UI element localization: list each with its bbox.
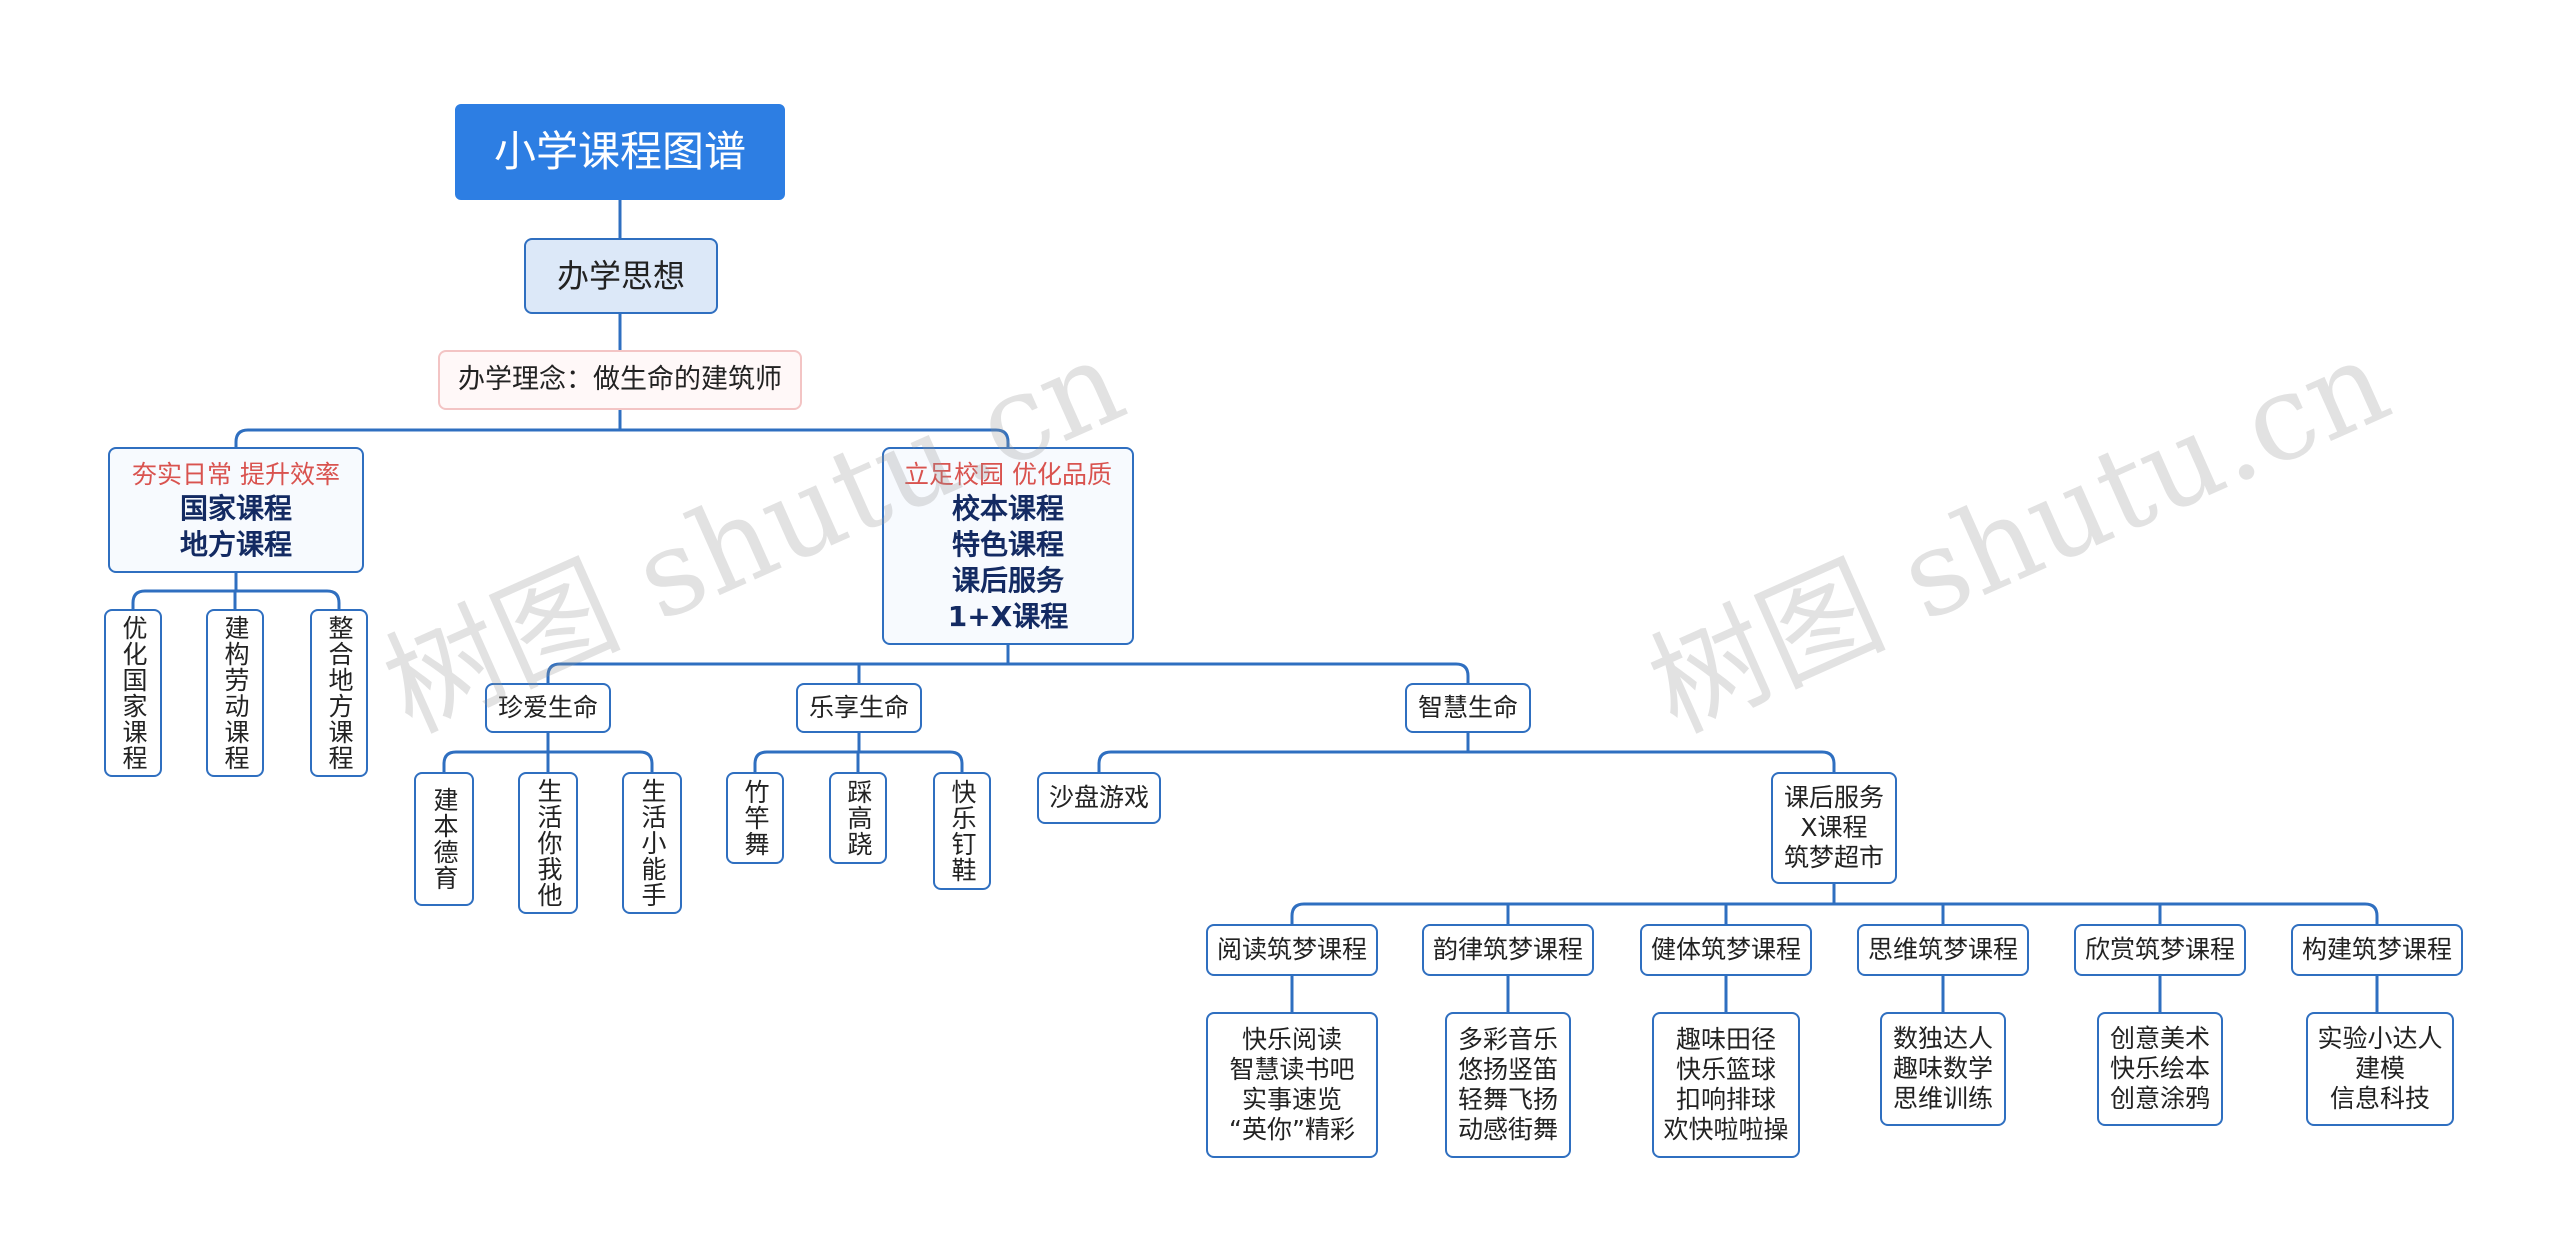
connector-line: [753, 750, 768, 772]
connector-line: [1455, 662, 1470, 683]
school-idea-node[interactable]: 办学思想: [524, 238, 718, 314]
dream-course-node[interactable]: 构建筑梦课程: [2291, 924, 2463, 976]
connector-line: [949, 750, 964, 772]
connector-line: [1290, 902, 1305, 924]
enjoy-child-node[interactable]: 竹竿舞: [726, 772, 784, 864]
cherish-child-node[interactable]: 生活小能手: [622, 772, 682, 914]
dream-course-items[interactable]: 实验小达人 建模 信息科技: [2306, 1012, 2454, 1126]
dream-course-node[interactable]: 欣赏筑梦课程: [2074, 924, 2246, 976]
connector-line: [995, 428, 1010, 447]
dream-course-items[interactable]: 创意美术 快乐绘本 创意涂鸦: [2097, 1012, 2223, 1126]
school-line: 校本课程: [951, 491, 1064, 525]
connector-line: [546, 662, 561, 683]
national-curriculum-node[interactable]: 夯实日常 提升效率 国家课程 地方课程: [108, 447, 364, 573]
school-line: 课后服务: [951, 563, 1064, 597]
school-motto-node[interactable]: 办学理念：做生命的建筑师: [438, 350, 802, 410]
national-line: 国家课程: [179, 491, 292, 525]
enjoy-life-node[interactable]: 乐享生命: [796, 683, 922, 733]
enjoy-child-node[interactable]: 踩高跷: [829, 772, 887, 864]
national-child-node[interactable]: 整合地方课程: [310, 609, 368, 777]
after-school-node[interactable]: 课后服务 X课程 筑梦超市: [1771, 772, 1897, 884]
school-line: 1+X课程: [947, 599, 1069, 633]
national-child-node[interactable]: 建构劳动课程: [206, 609, 264, 777]
dream-course-items[interactable]: 快乐阅读 智慧读书吧 实事速览 “英你”精彩: [1206, 1012, 1378, 1158]
school-curriculum-node[interactable]: 立足校园 优化品质 校本课程 特色课程 课后服务 1+X课程: [882, 447, 1134, 645]
dream-course-node[interactable]: 阅读筑梦课程: [1206, 924, 1378, 976]
connector-line: [639, 750, 654, 772]
school-line: 特色课程: [951, 527, 1064, 561]
connector-line: [1097, 750, 1112, 772]
root-title-node[interactable]: 小学课程图谱: [455, 104, 785, 200]
connector-line: [326, 589, 341, 609]
dream-course-node[interactable]: 韵律筑梦课程: [1422, 924, 1594, 976]
wisdom-life-node[interactable]: 智慧生命: [1405, 683, 1531, 733]
national-child-node[interactable]: 优化国家课程: [104, 609, 162, 777]
sandplay-node[interactable]: 沙盘游戏: [1037, 772, 1161, 824]
connector-line: [2364, 902, 2379, 924]
cherish-life-node[interactable]: 珍爱生命: [485, 683, 611, 733]
enjoy-child-node[interactable]: 快乐钉鞋: [933, 772, 991, 890]
dream-course-items[interactable]: 多彩音乐 悠扬竖笛 轻舞飞扬 动感街舞: [1445, 1012, 1571, 1158]
connector-line: [234, 428, 249, 447]
school-slogan: 立足校园 优化品质: [904, 459, 1112, 489]
cherish-child-node[interactable]: 生活你我他: [518, 772, 578, 914]
connector-line: [131, 589, 146, 609]
dream-course-node[interactable]: 健体筑梦课程: [1640, 924, 1812, 976]
dream-course-items[interactable]: 趣味田径 快乐篮球 扣响排球 欢快啦啦操: [1652, 1012, 1800, 1158]
connector-line: [1821, 750, 1836, 772]
connector-line: [442, 750, 457, 772]
cherish-child-node[interactable]: 建本德育: [414, 772, 474, 906]
national-line: 地方课程: [179, 527, 292, 561]
dream-course-items[interactable]: 数独达人 趣味数学 思维训练: [1880, 1012, 2006, 1126]
national-slogan: 夯实日常 提升效率: [132, 459, 340, 489]
dream-course-node[interactable]: 思维筑梦课程: [1857, 924, 2029, 976]
